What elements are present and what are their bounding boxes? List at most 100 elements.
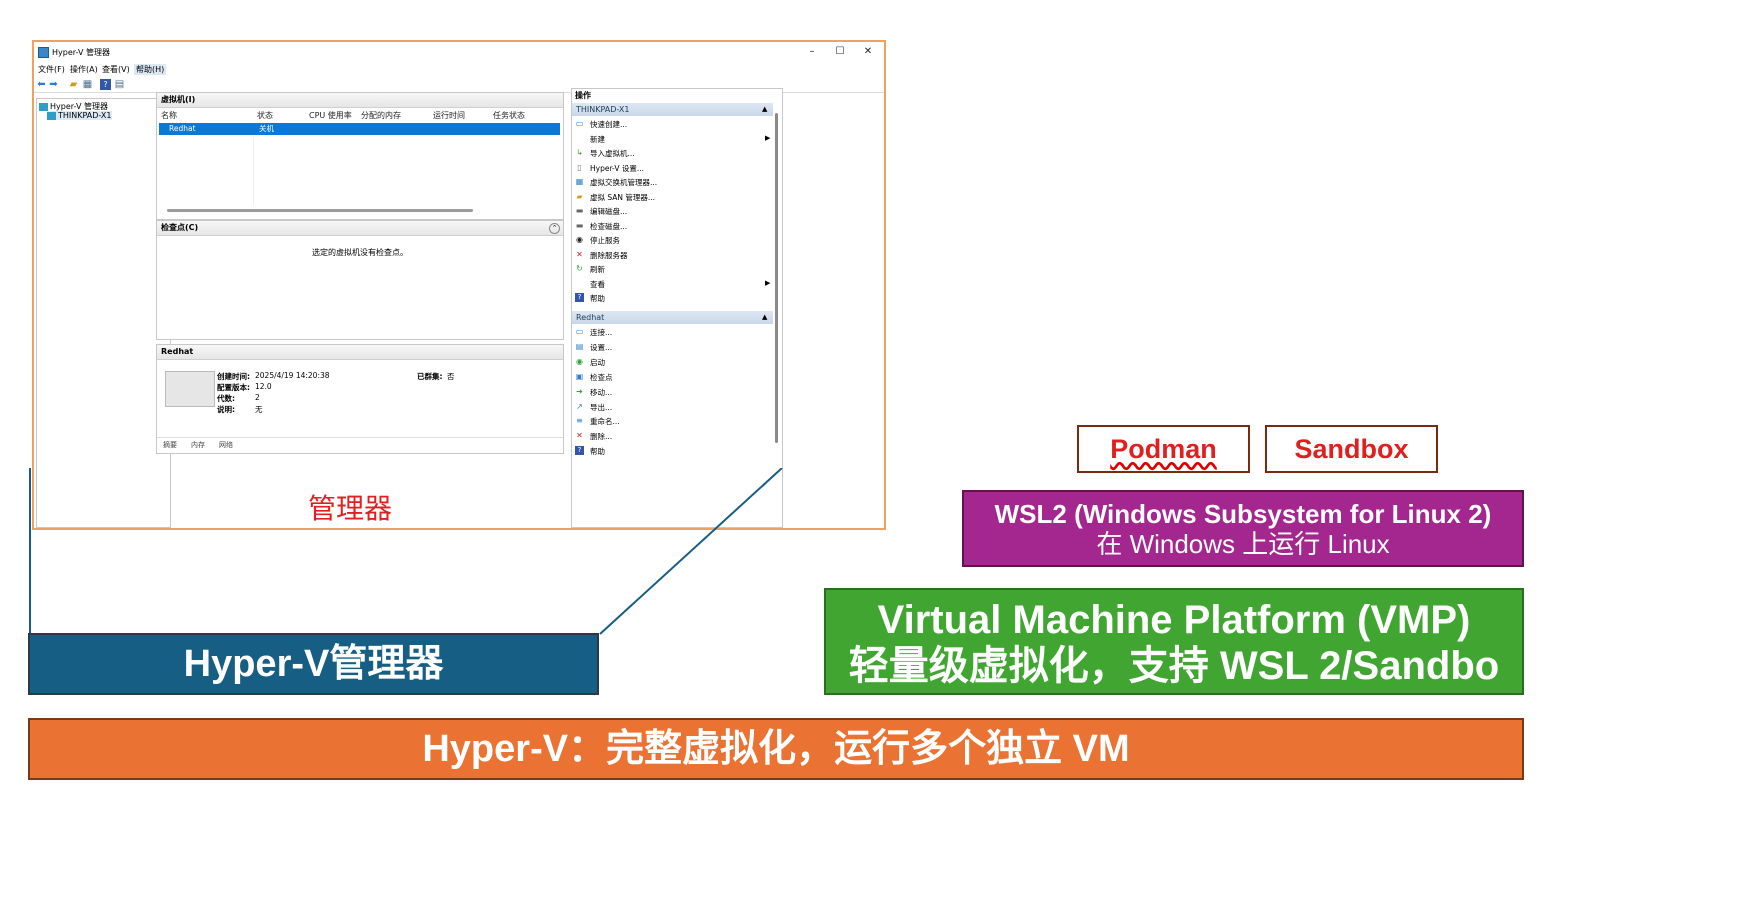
notes-label: 说明: xyxy=(217,405,235,414)
action-stop-service[interactable]: 停止服务 xyxy=(590,236,620,245)
action-connect[interactable]: 连接... xyxy=(590,328,613,337)
detail-pane-header: Redhat xyxy=(157,345,563,360)
detail-pane: Redhat 创建时间: 2025/4/19 14:20:38 配置版本: 12… xyxy=(156,344,564,454)
inspect-disk-icon: ▬ xyxy=(575,221,584,230)
tree-root[interactable]: Hyper-V 管理器 xyxy=(39,101,108,112)
back-arrow-icon[interactable]: ⬅ xyxy=(37,79,46,90)
action-help-vm[interactable]: 帮助 xyxy=(590,447,605,456)
col-name[interactable]: 名称 xyxy=(161,111,177,120)
horizontal-scrollbar[interactable] xyxy=(167,209,473,212)
console-tree-icon[interactable]: ▦ xyxy=(82,79,93,90)
clustered-label: 已群集: xyxy=(417,372,443,381)
checkpoint-pane: 检查点(C) ⌃ 选定的虚拟机没有检查点。 xyxy=(156,220,564,340)
wsl2-title: WSL2 (Windows Subsystem for Linux 2) xyxy=(994,499,1492,529)
notes-value: 无 xyxy=(255,405,263,414)
action-rename[interactable]: 重命名... xyxy=(590,417,620,426)
checkpoint-icon: ▣ xyxy=(575,372,584,381)
tab-summary[interactable]: 摘要 xyxy=(163,441,177,449)
action-inspect-disk[interactable]: 检查磁盘... xyxy=(590,222,628,231)
action-remove-server[interactable]: 删除服务器 xyxy=(590,251,628,260)
action-virtual-san-manager[interactable]: 虚拟 SAN 管理器... xyxy=(590,193,656,202)
quick-create-icon: ▭ xyxy=(575,119,584,128)
forward-arrow-icon[interactable]: ➡ xyxy=(49,79,58,90)
export-icon: ↗ xyxy=(576,402,583,411)
col-state[interactable]: 状态 xyxy=(257,111,273,120)
action-start[interactable]: 启动 xyxy=(590,358,605,367)
action-edit-disk[interactable]: 编辑磁盘... xyxy=(590,207,628,216)
menu-view[interactable]: 查看(V) xyxy=(102,65,130,74)
vm-pane: 虚拟机(I) 名称 状态 CPU 使用率 分配的内存 运行时间 任务状态 Red… xyxy=(156,92,564,220)
action-settings[interactable]: 设置... xyxy=(590,343,613,352)
connect-icon: ▭ xyxy=(575,327,584,336)
menu-bar: 文件(F) 操作(A) 查看(V) 帮助(H) xyxy=(34,62,884,76)
move-icon: ➔ xyxy=(576,387,583,396)
tab-memory[interactable]: 内存 xyxy=(191,441,205,449)
vm-thumbnail[interactable] xyxy=(165,371,215,407)
help-icon: ? xyxy=(575,293,584,302)
action-virtual-switch-manager[interactable]: 虚拟交换机管理器... xyxy=(590,178,658,187)
col-task[interactable]: 任务状态 xyxy=(493,111,525,120)
delete-icon: ✕ xyxy=(576,431,583,440)
san-icon: ▰ xyxy=(576,192,583,201)
menu-action[interactable]: 操作(A) xyxy=(70,65,98,74)
tree-host[interactable]: THINKPAD-X1 xyxy=(47,111,112,120)
edit-disk-icon: ▬ xyxy=(575,206,584,215)
minimize-button[interactable]: – xyxy=(809,46,815,57)
action-import-vm[interactable]: 导入虚拟机... xyxy=(590,149,635,158)
clustered-value: 否 xyxy=(447,372,455,381)
vmp-box: Virtual Machine Platform (VMP) 轻量级虚拟化，支持… xyxy=(824,588,1524,695)
vm-state: 关机 xyxy=(259,124,274,133)
created-value: 2025/4/19 14:20:38 xyxy=(255,371,330,380)
table-row[interactable]: Redhat 关机 xyxy=(159,123,560,135)
tab-network[interactable]: 网络 xyxy=(219,441,233,449)
action-delete[interactable]: 删除... xyxy=(590,432,613,441)
actions-pane: 操作 THINKPAD-X1 ▲ ▭ 快速创建... 新建 ▶ ↳ 导入虚拟机.… xyxy=(571,88,783,528)
wsl2-box: WSL2 (Windows Subsystem for Linux 2) 在 W… xyxy=(962,490,1524,567)
up-folder-icon[interactable]: ▰ xyxy=(69,79,78,90)
start-icon: ◉ xyxy=(576,357,583,366)
action-hyperv-settings[interactable]: Hyper-V 设置... xyxy=(590,164,644,173)
podman-box: Podman xyxy=(1077,425,1250,473)
settings-doc-icon: ▯ xyxy=(577,163,582,172)
action-help[interactable]: 帮助 xyxy=(590,294,605,303)
action-view[interactable]: 查看 xyxy=(590,280,605,289)
vm-pane-header: 虚拟机(I) xyxy=(157,93,563,108)
col-memory[interactable]: 分配的内存 xyxy=(361,111,401,120)
server-icon xyxy=(47,111,56,120)
remove-server-icon: ✕ xyxy=(576,250,583,259)
actions-section-vm[interactable]: Redhat xyxy=(572,311,773,324)
hyperv-app-icon xyxy=(38,47,49,58)
action-checkpoint[interactable]: 检查点 xyxy=(590,373,613,382)
vmp-subtitle: 轻量级虚拟化，支持 WSL 2/Sandbo xyxy=(848,644,1500,688)
wsl2-subtitle: 在 Windows 上运行 Linux xyxy=(1096,529,1390,559)
sandbox-box: Sandbox xyxy=(1265,425,1438,473)
col-cpu[interactable]: CPU 使用率 xyxy=(309,111,352,120)
actions-header: 操作 xyxy=(575,91,591,100)
maximize-button[interactable]: ☐ xyxy=(835,46,845,57)
vertical-scrollbar[interactable] xyxy=(775,113,778,443)
rename-icon: ≡ xyxy=(576,416,583,425)
vm-name: Redhat xyxy=(169,124,196,133)
collapse-icon[interactable]: ⌃ xyxy=(549,223,560,234)
navigation-tree: Hyper-V 管理器 THINKPAD-X1 xyxy=(36,98,171,528)
close-button[interactable]: ✕ xyxy=(863,46,873,57)
settings-icon: ▤ xyxy=(575,342,584,351)
col-uptime[interactable]: 运行时间 xyxy=(433,111,465,120)
action-quick-create[interactable]: 快速创建... xyxy=(590,120,628,129)
window-title: Hyper-V 管理器 xyxy=(52,48,110,57)
help-icon[interactable]: ? xyxy=(100,79,111,90)
podman-label: Podman xyxy=(1110,434,1217,464)
properties-icon[interactable]: ▤ xyxy=(114,79,125,90)
collapse-up-icon[interactable]: ▲ xyxy=(762,105,768,113)
refresh-icon: ↻ xyxy=(576,264,583,273)
import-vm-icon: ↳ xyxy=(576,148,583,157)
menu-help[interactable]: 帮助(H) xyxy=(134,64,167,75)
action-move[interactable]: 移动... xyxy=(590,388,613,397)
collapse-up-icon[interactable]: ▲ xyxy=(762,313,768,321)
action-new[interactable]: 新建 xyxy=(590,135,605,144)
action-refresh[interactable]: 刷新 xyxy=(590,265,605,274)
no-checkpoint-text: 选定的虚拟机没有检查点。 xyxy=(312,248,408,257)
action-export[interactable]: 导出... xyxy=(590,403,613,412)
menu-file[interactable]: 文件(F) xyxy=(38,65,65,74)
actions-section-host[interactable]: THINKPAD-X1 xyxy=(572,103,773,116)
